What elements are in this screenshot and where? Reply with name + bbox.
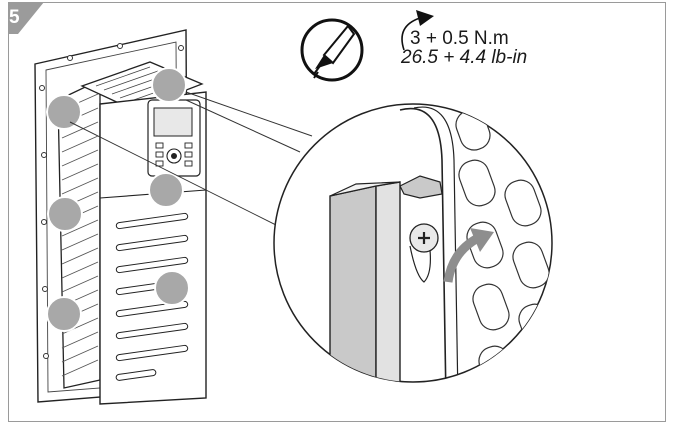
detail-zoom-circle <box>273 103 553 383</box>
screwdriver-icon <box>300 18 364 82</box>
torque-value-imperial: 26.5 + 4.4 lb-in <box>401 47 528 68</box>
torque-value-metric: 3 + 0.5 N.m <box>410 28 509 49</box>
step-badge: 5 <box>0 0 52 40</box>
zoom-leader-lines <box>69 91 313 233</box>
marker-lower-left <box>46 296 82 332</box>
marker-top-left <box>46 94 82 130</box>
marker-lower-right <box>154 270 190 306</box>
rotation-direction-icon <box>401 10 434 51</box>
clockwise-arrow-icon <box>443 234 481 283</box>
marker-mid-right <box>148 172 184 208</box>
step-number: 5 <box>9 7 20 28</box>
screw-position-markers <box>46 67 190 332</box>
step-badge-shape <box>8 2 44 34</box>
marker-mid-left <box>47 196 83 232</box>
marker-top-right <box>151 67 187 103</box>
